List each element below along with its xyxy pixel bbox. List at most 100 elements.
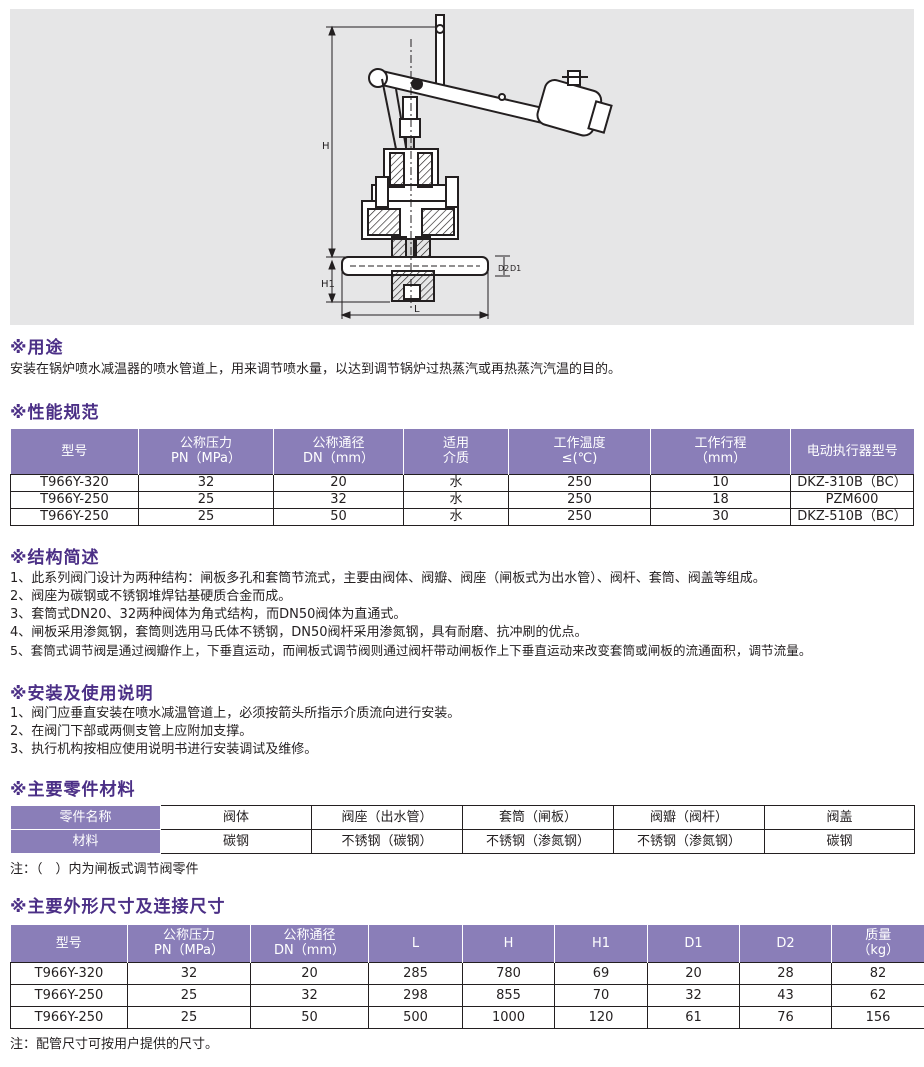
structure-item-2: 2、阀座为碳钢或不锈钢堆焊钴基硬质合金而成。 — [10, 589, 292, 604]
cell: 阀盖 — [764, 805, 915, 830]
structure-item-4: 4、闸板采用渗氮钢，套筒则选用马氏体不锈钢，DN50阀杆采用渗氮钢，具有耐磨、抗… — [10, 625, 588, 640]
cell: T966Y-250 — [10, 1005, 128, 1029]
cell: 43 — [739, 983, 832, 1007]
table-row: T966Y-250 25 50 500 1000 120 61 76 156 — [10, 1005, 924, 1029]
cell: 不锈钢（渗氮钢） — [462, 829, 614, 854]
cell: T966Y-250 — [10, 507, 139, 526]
header-H1: H1 — [554, 925, 648, 962]
cell: 250 — [508, 507, 651, 526]
cell: 不锈钢（碳钢） — [311, 829, 463, 854]
cell: 156 — [831, 1005, 924, 1029]
cell: PZM600 — [790, 490, 914, 509]
installation-item-2: 2、在阀门下部或两侧支管上应附加支撑。 — [10, 724, 253, 739]
cell: 10 — [650, 473, 791, 492]
header-temperature: 工作温度≤(℃) — [508, 429, 651, 474]
cell: 25 — [127, 983, 251, 1007]
cell: 70 — [554, 983, 648, 1007]
structure-item-3: 3、套筒式DN20、32两种阀体为角式结构，而DN50阀体为直通式。 — [10, 607, 407, 622]
cell: 250 — [508, 473, 651, 492]
cell: 298 — [368, 983, 463, 1007]
cell: 20 — [647, 961, 740, 985]
cell: 285 — [368, 961, 463, 985]
cell: T966Y-320 — [10, 473, 139, 492]
cell: DKZ-310B（BC） — [790, 473, 914, 492]
cell: 32 — [250, 983, 369, 1007]
dim-label-D2: D2 — [498, 264, 509, 273]
cell: 76 — [739, 1005, 832, 1029]
dim-label-H: H — [322, 141, 330, 152]
structure-item-5: 5、套筒式调节阀是通过阀瓣作上，下垂直运动，而闸板式调节阀则通过阀杆带动闸板作上… — [10, 643, 812, 658]
materials-value-row: 材料 碳钢 不锈钢（碳钢） 不锈钢（渗氮钢） 不锈钢（渗氮钢） 碳钢 — [10, 829, 915, 854]
dimensions-note: 注：配管尺寸可按用户提供的尺寸。 — [10, 1037, 219, 1052]
cell: T966Y-250 — [10, 490, 139, 509]
cell: 82 — [831, 961, 924, 985]
cell: 20 — [273, 473, 404, 492]
cell: T966Y-250 — [10, 983, 128, 1007]
usage-text: 安装在锅炉喷水减温器的喷水管道上，用来调节喷水量，以达到调节锅炉过热蒸汽或再热蒸… — [10, 362, 622, 377]
cell: 阀瓣（阀杆） — [613, 805, 765, 830]
cell: 50 — [250, 1005, 369, 1029]
header-weight: 质量（kg） — [831, 925, 924, 962]
header-D2: D2 — [739, 925, 832, 962]
cell: 阀座（出水管） — [311, 805, 463, 830]
cell: 32 — [647, 983, 740, 1007]
valve-drawing: H H1 L D1 D2 — [10, 9, 914, 325]
cell: 碳钢 — [764, 829, 915, 854]
materials-note: 注：（ ）内为闸板式调节阀零件 — [10, 862, 199, 877]
cell: 32 — [127, 961, 251, 985]
dim-label-H1: H1 — [321, 279, 335, 290]
cell: 18 — [650, 490, 791, 509]
cell: 套筒（闸板） — [462, 805, 614, 830]
cell: 水 — [403, 473, 509, 492]
table-row: T966Y-250 25 32 298 855 70 32 43 62 — [10, 983, 924, 1007]
cell: 855 — [462, 983, 555, 1007]
cell: 1000 — [462, 1005, 555, 1029]
cell: 50 — [273, 507, 404, 526]
cell: 25 — [138, 490, 274, 509]
materials-name-row: 零件名称 阀体 阀座（出水管） 套筒（闸板） 阀瓣（阀杆） 阀盖 — [10, 805, 915, 830]
cell: T966Y-320 — [10, 961, 128, 985]
cell: 水 — [403, 490, 509, 509]
dimensions-title: ※主要外形尺寸及连接尺寸 — [10, 897, 226, 917]
header-stroke: 工作行程（mm） — [650, 429, 791, 474]
cell: 780 — [462, 961, 555, 985]
cell: 零件名称 — [10, 805, 161, 830]
materials-title: ※主要零件材料 — [10, 780, 136, 800]
cell: 62 — [831, 983, 924, 1007]
usage-title: ※用途 — [10, 338, 64, 358]
header-H: H — [462, 925, 555, 962]
cell: 32 — [273, 490, 404, 509]
header-medium: 适用介质 — [403, 429, 509, 474]
header-actuator: 电动执行器型号 — [790, 429, 914, 474]
header-model: 型号 — [10, 925, 128, 962]
cell: 材料 — [10, 829, 161, 854]
table-row: T966Y-250 25 32 水 250 18 PZM600 — [10, 490, 914, 509]
cell: 碳钢 — [160, 829, 312, 854]
cell: 不锈钢（渗氮钢） — [613, 829, 765, 854]
cell: 30 — [650, 507, 791, 526]
cell: 32 — [138, 473, 274, 492]
dim-label-D1: D1 — [510, 264, 521, 273]
header-L: L — [368, 925, 463, 962]
cell: 69 — [554, 961, 648, 985]
cell: 28 — [739, 961, 832, 985]
installation-title: ※安装及使用说明 — [10, 684, 154, 704]
table-row: T966Y-320 32 20 285 780 69 20 28 82 — [10, 961, 924, 985]
structure-title: ※结构简述 — [10, 548, 100, 568]
cell: 20 — [250, 961, 369, 985]
cell: DKZ-510B（BC） — [790, 507, 914, 526]
installation-item-3: 3、执行机构按相应使用说明书进行安装调试及维修。 — [10, 742, 318, 757]
cell: 阀体 — [160, 805, 312, 830]
installation-item-1: 1、阀门应垂直安装在喷水减温管道上，必须按箭头所指示介质流向进行安装。 — [10, 706, 461, 721]
cell: 水 — [403, 507, 509, 526]
cell: 120 — [554, 1005, 648, 1029]
cell: 25 — [127, 1005, 251, 1029]
